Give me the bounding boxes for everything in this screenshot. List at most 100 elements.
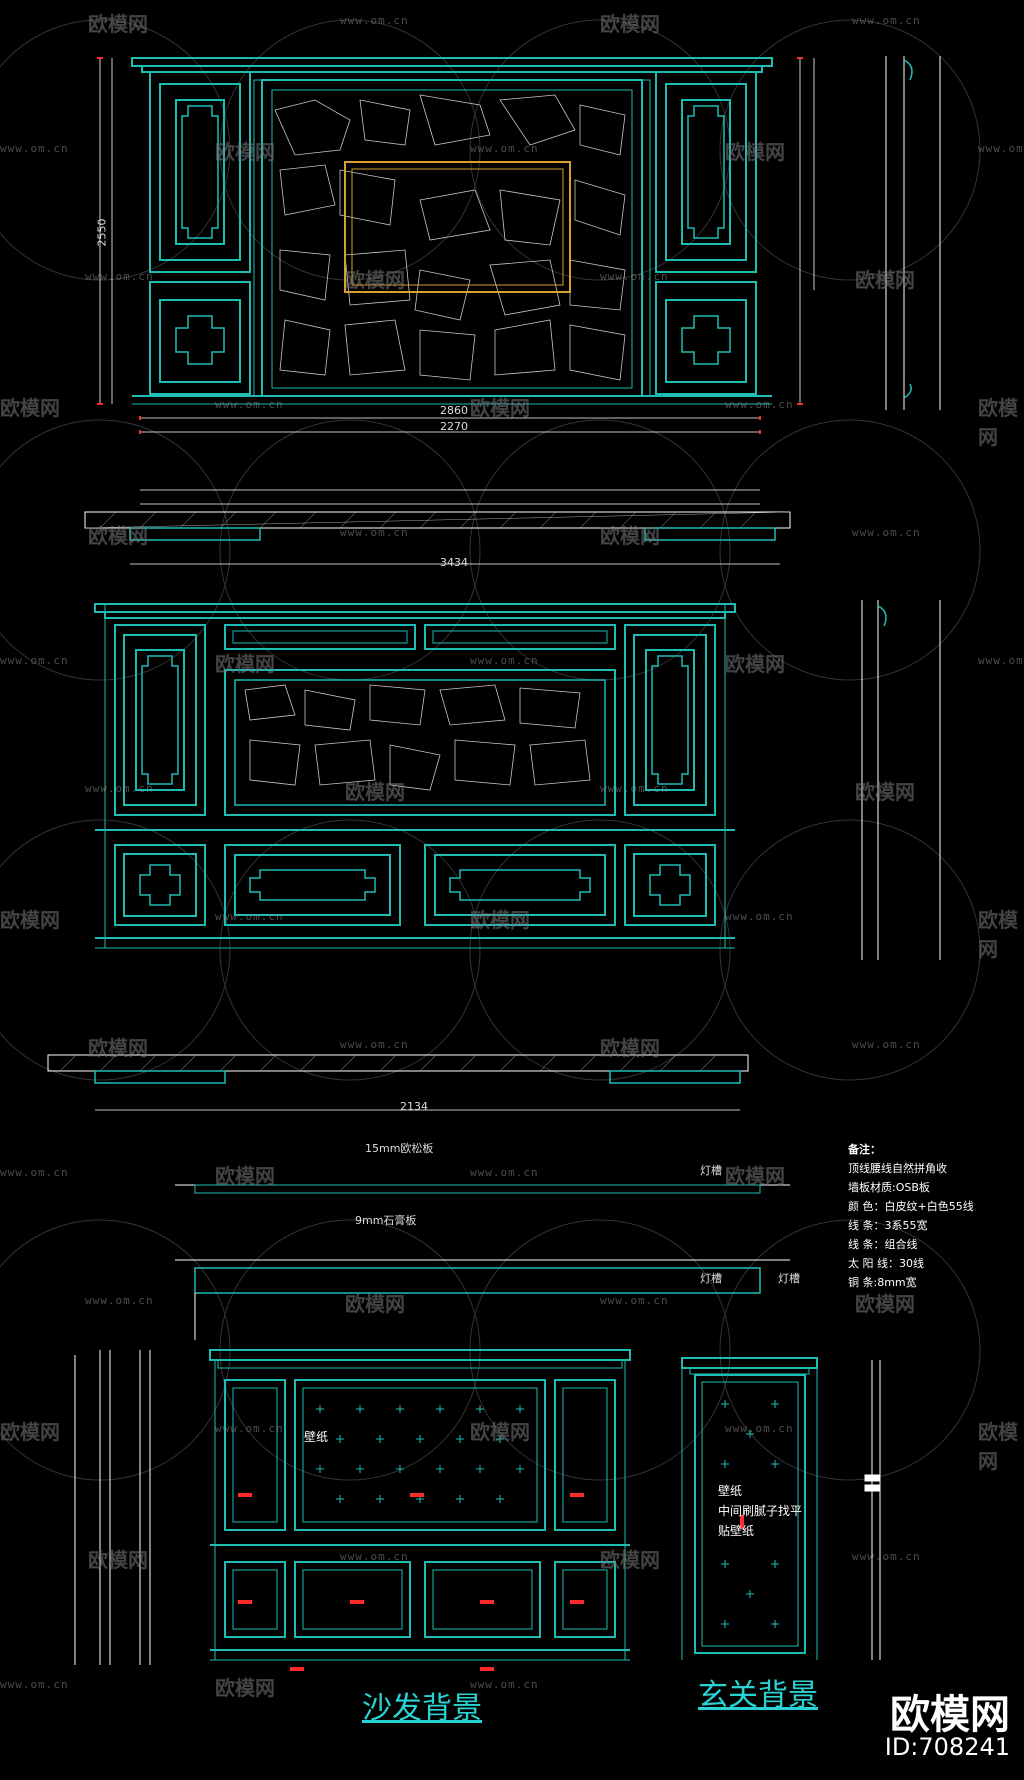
watermark-url: www.om.cn xyxy=(340,526,409,539)
watermark-url: www.om.cn xyxy=(85,782,154,795)
side-section-1 xyxy=(885,56,941,410)
watermark-url: www.om.cn xyxy=(600,782,669,795)
watermark-url: www.om.cn xyxy=(0,1678,69,1691)
plan-2 xyxy=(47,1054,749,1111)
watermark-url: www.om.cn xyxy=(470,654,539,667)
watermark-logo: 欧模网 xyxy=(470,908,530,932)
notes-line: 线 条：组合线 xyxy=(848,1238,918,1251)
watermark-logo: 欧模网 xyxy=(725,1164,785,1188)
watermark-logo: 欧模网 xyxy=(855,780,915,804)
watermark-url: www.om.cn xyxy=(600,1294,669,1307)
notes-line: 线 条：3系55宽 xyxy=(848,1219,928,1232)
label-wallpaper-note-2: 贴壁纸 xyxy=(718,1524,755,1538)
title-sofa-wall: 沙发背景 xyxy=(362,1691,482,1726)
sofa-side-section xyxy=(74,1350,151,1665)
watermark-logo: 欧模网 xyxy=(345,780,405,804)
watermark-url: www.om.cn xyxy=(852,1550,921,1563)
tufted-pattern xyxy=(316,1405,524,1503)
watermark-url: www.om.cn xyxy=(852,1038,921,1051)
watermark-url: www.om.cn xyxy=(340,1038,409,1051)
dimension-side-height: 2550 xyxy=(95,218,109,247)
watermark-url: www.om.cn xyxy=(470,142,539,155)
watermark-logo: 欧模网 xyxy=(215,652,275,676)
dimension-plan-total: 3434 xyxy=(440,556,468,569)
watermark-logo: 欧模网 xyxy=(855,1292,915,1316)
watermark-url: www.om.cn xyxy=(85,1294,154,1307)
watermark-logo: 欧模网 xyxy=(215,140,275,164)
watermark-logo: 欧模网 xyxy=(88,524,148,548)
plan-1 xyxy=(84,511,791,565)
label-wallpaper: 壁纸 xyxy=(718,1484,743,1498)
watermark-url: www.om.cn xyxy=(725,1422,794,1435)
label-light-trough: 灯槽 xyxy=(778,1272,800,1285)
watermark-logo: 欧模网 xyxy=(345,1292,405,1316)
notes-heading: 备注： xyxy=(848,1143,881,1156)
watermark-url: www.om.cn xyxy=(340,14,409,27)
notes-line: 颜 色：白皮纹+白色55线 xyxy=(848,1200,974,1213)
label-light-trough: 灯槽 xyxy=(700,1164,722,1177)
watermark-url: www.om.cn xyxy=(0,142,69,155)
watermark-logo: 欧模网 xyxy=(88,12,148,36)
watermark-url: www.om.cn xyxy=(600,270,669,283)
watermark-logo: 欧模网 xyxy=(215,1676,275,1700)
notes-line: 太 阳 线：30线 xyxy=(848,1257,924,1270)
watermark-logo: 欧模网 xyxy=(88,1036,148,1060)
notes-block: 备注： 顶线腰线自然拼角收 墙板材质:OSB板 颜 色：白皮纹+白色55线 线 … xyxy=(848,1140,974,1292)
brand-id: ID:708241 xyxy=(884,1733,1010,1761)
entrance-elevation xyxy=(681,1357,818,1660)
ceiling-sections xyxy=(175,1184,790,1340)
watermark-logo: 欧模网 xyxy=(345,268,405,292)
dimension-top-inner: 2270 xyxy=(440,420,468,433)
watermark-logo: 欧模网 xyxy=(600,1548,660,1572)
watermark-url: www.om.cn xyxy=(852,14,921,27)
watermark-logo: 欧模网 xyxy=(470,1420,530,1444)
watermark-url: www.om.cn xyxy=(978,654,1024,667)
watermark-logo: 欧模网 xyxy=(470,396,530,420)
stone-pattern-2 xyxy=(244,684,591,791)
watermark-logo: 欧模网 xyxy=(215,1164,275,1188)
tv-frame xyxy=(344,161,571,293)
entrance-side-section xyxy=(864,1360,881,1660)
label-osb-board: 15mm欧松板 xyxy=(365,1142,434,1155)
entrance-tufted-pattern xyxy=(721,1400,779,1628)
watermark-logo: 欧模网 xyxy=(0,1420,60,1444)
watermark-logo: 欧模网 xyxy=(978,396,1018,449)
watermark-url: www.om.cn xyxy=(852,526,921,539)
watermark-logo: 欧模网 xyxy=(600,12,660,36)
title-entrance: 玄关背景 xyxy=(698,1678,818,1713)
watermark-url: www.om.cn xyxy=(0,654,69,667)
watermark-logo: 欧模网 xyxy=(88,1548,148,1572)
notes-line: 墙板材质:OSB板 xyxy=(848,1181,930,1194)
watermark-logo: 欧模网 xyxy=(0,396,60,420)
watermark-logo: 欧模网 xyxy=(978,908,1018,961)
watermark-logo: 欧模网 xyxy=(725,140,785,164)
watermark-url: www.om.cn xyxy=(215,1422,284,1435)
label-gypsum-board: 9mm石膏板 xyxy=(355,1214,417,1227)
red-dimension-markers xyxy=(238,1493,744,1671)
notes-line: 铜 条:8mm宽 xyxy=(848,1276,917,1289)
watermark-url: www.om.cn xyxy=(0,1166,69,1179)
sofa-wall-elevation xyxy=(209,1349,631,1661)
dimension-top-total: 2860 xyxy=(440,404,468,417)
dimension-ticks-1 xyxy=(97,57,803,434)
label-wallpaper-note-1: 中间刷腻子找平 xyxy=(718,1504,803,1518)
watermark-url: www.om.cn xyxy=(470,1678,539,1691)
watermark-logo: 欧模网 xyxy=(0,908,60,932)
watermark-url: www.om.cn xyxy=(215,398,284,411)
watermark-logo: 欧模网 xyxy=(978,1420,1018,1473)
dimension-plan2-total: 2134 xyxy=(400,1100,428,1113)
watermark-url: www.om.cn xyxy=(215,910,284,923)
tv-frame-inner xyxy=(351,168,564,286)
watermark-logo: 欧模网 xyxy=(855,268,915,292)
stone-pattern-1 xyxy=(274,94,626,381)
label-wallpaper: 壁纸 xyxy=(304,1430,329,1444)
watermark-url: www.om.cn xyxy=(725,910,794,923)
watermark-url: www.om.cn xyxy=(85,270,154,283)
watermark-url: www.om.cn xyxy=(470,1166,539,1179)
watermark-logo: 欧模网 xyxy=(600,1036,660,1060)
label-light-trough: 灯槽 xyxy=(700,1272,722,1285)
watermark-url: www.om.cn xyxy=(978,142,1024,155)
elevation-2 xyxy=(94,603,736,949)
notes-line: 顶线腰线自然拼角收 xyxy=(848,1162,947,1175)
